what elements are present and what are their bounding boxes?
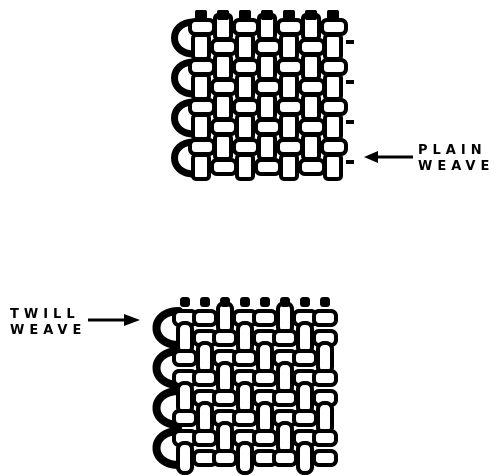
plain-weave-arrow-icon [364, 151, 413, 163]
plain-weave-label-line1: PLAIN [418, 143, 487, 158]
plain-weave-swatch-icon [171, 10, 354, 181]
twill-weave-swatch-icon [152, 297, 338, 475]
twill-weave-label-line2: WEAVE [10, 323, 87, 338]
twill-weave-label-line1: TWILL [10, 307, 80, 322]
twill-weave-label: TWILL WEAVE [10, 307, 86, 339]
plain-weave-label-line2: WEAVE [418, 159, 495, 174]
plain-weave-label: PLAIN WEAVE [418, 143, 494, 175]
twill-weave-arrow-icon [88, 314, 140, 326]
